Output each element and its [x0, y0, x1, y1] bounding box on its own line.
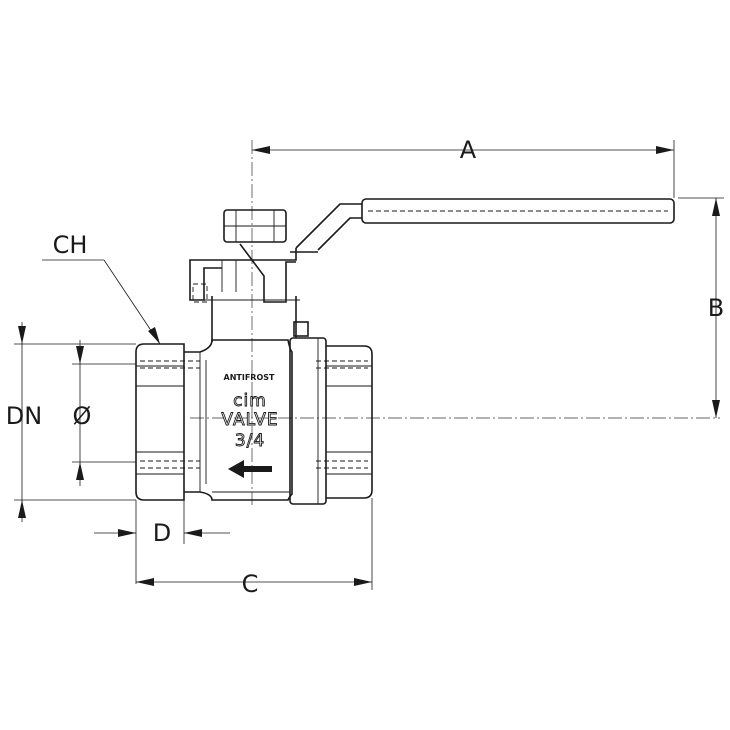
marking-valve: VALVE [221, 410, 278, 430]
dimension-b: B [678, 197, 724, 418]
valve-body [184, 339, 293, 501]
label-ch: CH [53, 231, 88, 259]
dimension-c: C [136, 498, 373, 598]
dimension-diameter: Ø [72, 340, 136, 486]
marking-brand: cim [233, 391, 267, 411]
center-lines [190, 140, 720, 505]
marking-antifrost: ANTIFROST [224, 373, 276, 382]
dimension-d: D [94, 500, 230, 584]
label-dn: DN [6, 402, 42, 430]
label-diameter: Ø [73, 402, 92, 430]
body-markings: ANTIFROST cim VALVE 3/4 [221, 373, 278, 478]
lever-yoke [189, 243, 297, 303]
label-d: D [153, 519, 171, 547]
right-end-cap [289, 337, 373, 505]
dimension-a: A [252, 136, 675, 198]
left-arrow-icon [228, 460, 272, 478]
handle-lever [290, 198, 675, 253]
label-c: C [242, 570, 259, 598]
left-hex-end [135, 343, 200, 501]
label-a: A [460, 136, 477, 164]
dimension-ch: CH [42, 231, 161, 345]
marking-size: 3/4 [235, 431, 265, 451]
stem-nut [223, 209, 287, 243]
label-b: B [708, 294, 724, 322]
stem-housing [204, 296, 309, 342]
dimension-dn: DN [6, 322, 136, 522]
